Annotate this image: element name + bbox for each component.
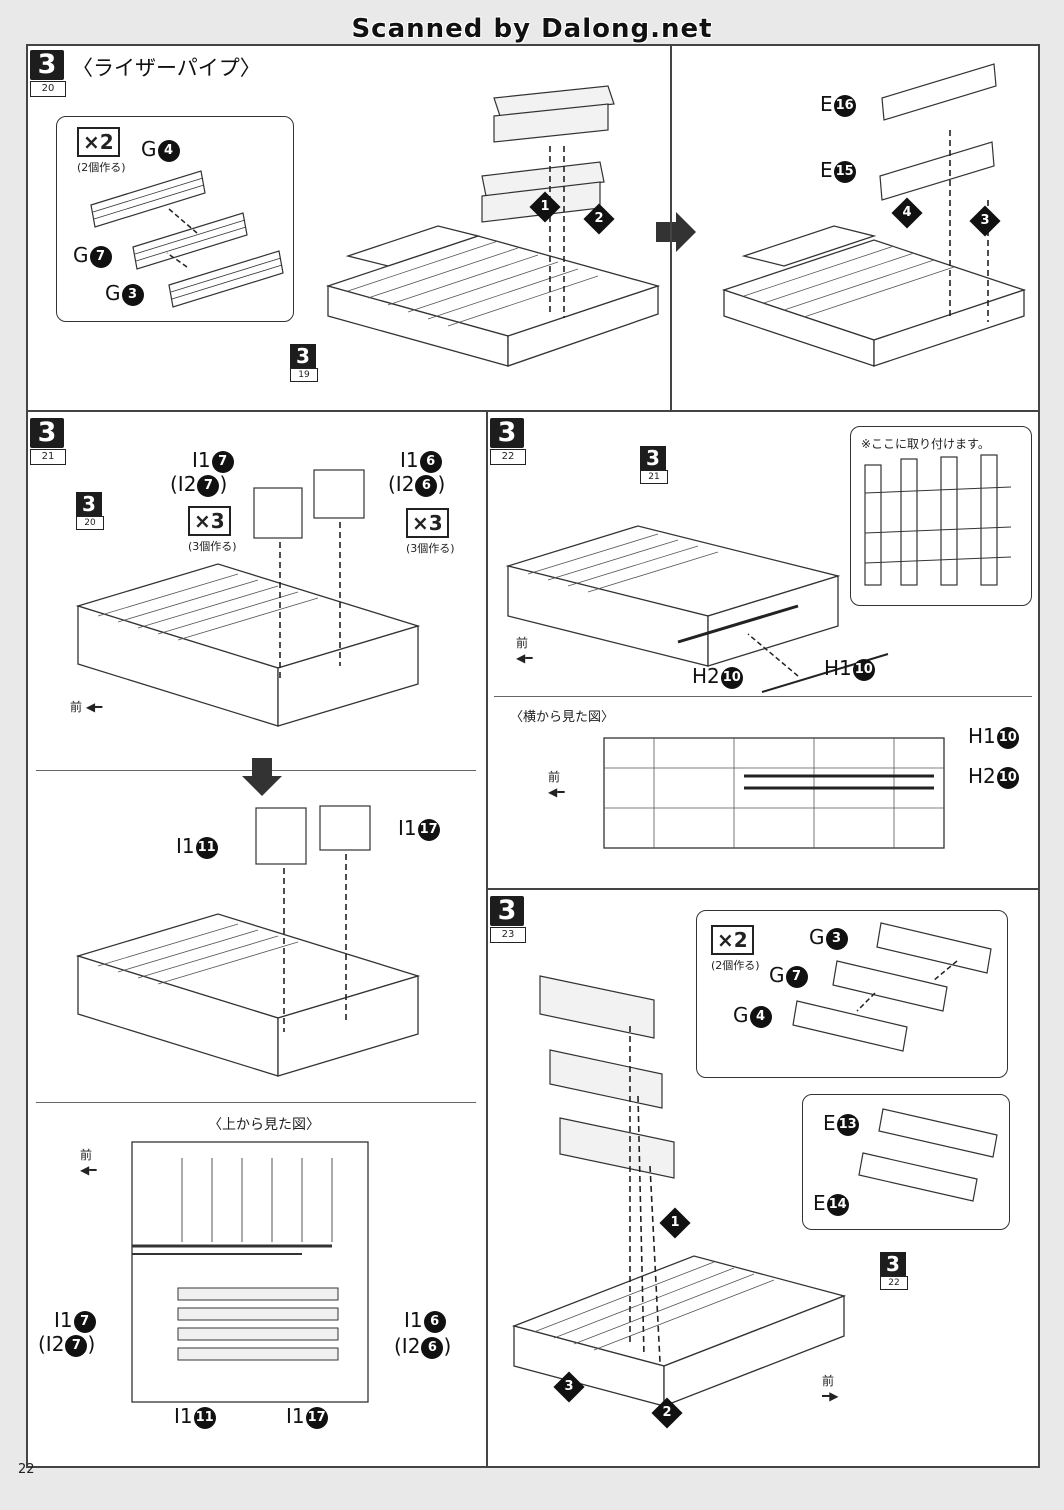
attach-here-note: ※ここに取り付けます。 <box>861 437 990 451</box>
step-badge-23: 3 23 <box>490 896 526 943</box>
multiplier-x3-a: ×3 (3個作る) <box>188 506 237 554</box>
divider-20 <box>670 46 672 410</box>
multiplier-x2: ×2 (2個作る) <box>77 127 126 175</box>
assembly-drawing-step20-right <box>721 63 1027 367</box>
assembly-drawing-step22 <box>505 525 889 693</box>
arrow-marker-4: 4 <box>891 197 923 229</box>
assembly-drawing-step21 <box>75 469 421 727</box>
front-indicator-23: 前━▶ <box>822 1374 839 1403</box>
flow-arrow-down <box>242 758 282 796</box>
side-view-drawing <box>603 737 945 849</box>
arrow-marker-1-23: 1 <box>659 1207 691 1239</box>
side-view-title: 〈横から見た図〉 <box>510 710 615 725</box>
step-number: 3 <box>30 50 64 80</box>
panel-drawing-g-23 <box>792 922 992 1052</box>
assembly-drawing-step21b <box>75 805 421 1077</box>
front-indicator-side: 前◀━ <box>548 770 565 799</box>
section-title-riser-pipe: 〈ライザーパイプ〉 <box>72 56 261 80</box>
arrow-marker-2-23: 2 <box>651 1397 683 1429</box>
step-badge-22: 3 22 <box>490 418 526 465</box>
multiplier-x3-b: ×3 (3個作る) <box>406 508 455 556</box>
watermark: Scanned by Dalong.net <box>351 14 713 44</box>
divider-21b <box>36 1102 476 1103</box>
multiplier-x2-23: ×2 (2個作る) <box>711 925 760 973</box>
divider-row-23 <box>486 888 1038 890</box>
flow-arrow-right <box>656 212 696 252</box>
divider-22a <box>494 696 1032 697</box>
arrow-marker-2: 2 <box>583 203 615 235</box>
front-indicator: 前 ◀━ <box>70 700 103 714</box>
step-badge-21: 3 21 <box>30 418 66 465</box>
panel-drawing-e-23 <box>858 1108 998 1202</box>
top-view-drawing <box>131 1141 369 1403</box>
divider-col-middle <box>486 410 488 1466</box>
assembly-drawing-step23 <box>511 975 847 1407</box>
page-number: 22 <box>18 1462 35 1477</box>
detail-inset-22: ※ここに取り付けます。 <box>850 426 1032 606</box>
divider-row1 <box>28 410 1038 412</box>
step-badge-20: 3 20 <box>30 50 66 97</box>
top-view-title: 〈上から見た図〉 <box>208 1117 320 1133</box>
arrow-marker-1: 1 <box>529 191 561 223</box>
panel-drawing-g <box>90 170 284 308</box>
arrow-marker-3-23: 3 <box>553 1371 585 1403</box>
front-indicator-top: 前◀━ <box>80 1148 97 1177</box>
arrow-marker-3: 3 <box>969 205 1001 237</box>
step-sub: 20 <box>30 81 66 97</box>
detail-drawing-22 <box>864 454 1012 586</box>
front-indicator-22: 前◀━ <box>516 636 533 665</box>
assembly-drawing-step20-left <box>325 85 661 367</box>
